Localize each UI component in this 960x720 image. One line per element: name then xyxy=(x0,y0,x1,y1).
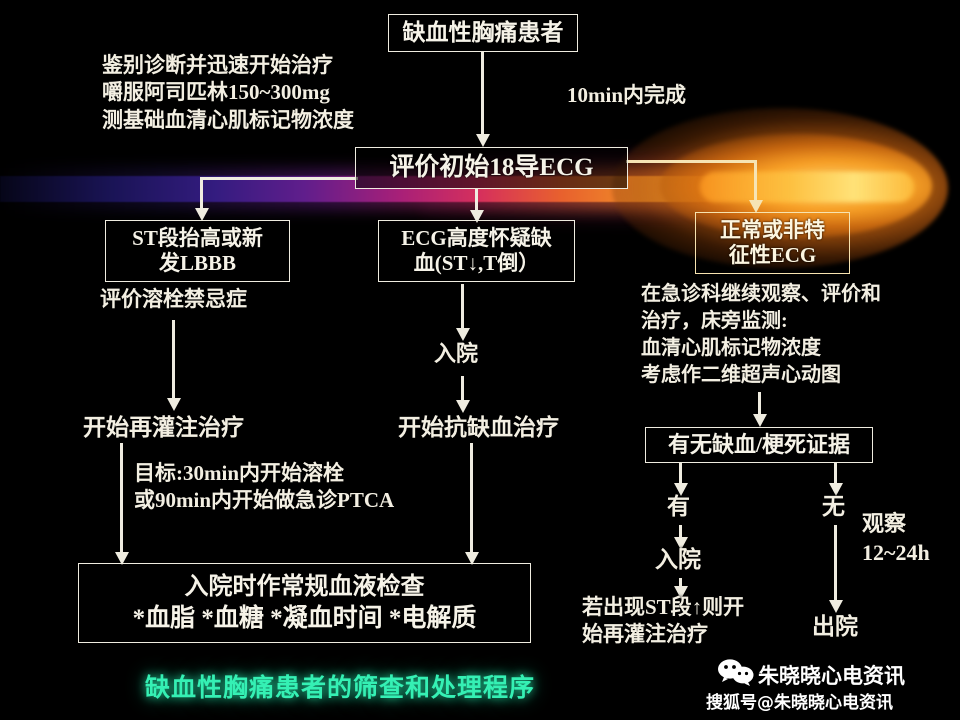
annotation-observe-duration: 观察 12~24h xyxy=(862,511,930,565)
annotation-st-elevation-note: 若出现ST段↑则开 始再灌注治疗 xyxy=(582,595,745,647)
node-ischemia-infarction-evidence[interactable]: 有无缺血/梗死证据 xyxy=(645,427,873,463)
annotation-start-anti-ischemia: 开始抗缺血治疗 xyxy=(398,415,559,440)
connector-ecg-left-vertical xyxy=(200,177,203,212)
wechat-icon xyxy=(718,659,754,686)
connector-ecg-right-horizontal xyxy=(626,160,757,163)
arrow-evidence-no xyxy=(829,483,843,496)
arrow-reperfusion-to-bloodwork xyxy=(115,552,129,565)
connector-admit-to-st-note xyxy=(679,578,682,592)
annotation-initial-actions: 鉴别诊断并迅速开始治疗 嚼服阿司匹林150~300mg 测基础血清心肌标记物浓度 xyxy=(102,53,354,132)
watermark-account-name: 朱晓晓心电资讯 xyxy=(758,664,905,688)
arrow-admit-to-st-note xyxy=(674,586,688,599)
comet-head-core xyxy=(700,172,914,202)
arrow-admit-to-anti-ischemia xyxy=(456,400,470,413)
node-label: ECG高度怀疑缺 血(ST↓,T倒） xyxy=(401,226,552,275)
arrow-evidence-yes xyxy=(674,483,688,496)
arrow-ed-to-evidence xyxy=(753,414,767,427)
connector-ecg-left-horizontal xyxy=(200,177,358,180)
bloodwork-line-1: 入院时作常规血液检查 xyxy=(184,573,425,600)
connector-anti-ischemia-to-bloodwork xyxy=(470,443,473,558)
node-label: 缺血性胸痛患者 xyxy=(402,20,564,46)
arrow-no-to-discharge xyxy=(829,600,843,613)
connector-evidence-yes xyxy=(679,463,682,487)
label-evidence-yes: 有 xyxy=(667,494,690,519)
annotation-discharge: 出院 xyxy=(812,614,858,639)
connector-ecg-mid-vertical xyxy=(475,189,478,215)
connector-ed-to-evidence xyxy=(758,392,761,420)
node-initial-18-lead-ecg[interactable]: 评价初始18导ECG xyxy=(355,147,628,189)
bloodwork-line-2: *血脂 *血糖 *凝血时间 *电解质 xyxy=(132,604,477,632)
node-label: 正常或非特 征性ECG xyxy=(720,218,825,267)
node-st-elevation-or-new-lbbb[interactable]: ST段抬高或新 发LBBB xyxy=(105,220,290,282)
connector-yes-to-admit xyxy=(679,525,682,543)
node-routine-bloodwork[interactable]: 入院时作常规血液检查 *血脂 *血糖 *凝血时间 *电解质 xyxy=(78,563,531,643)
connector-admit-to-anti-ischemia xyxy=(461,376,464,404)
arrow-yes-to-admit xyxy=(674,537,688,550)
connector-mid-to-admit xyxy=(461,284,464,332)
annotation-thrombolysis-contraindication: 评价溶栓禁忌症 xyxy=(100,287,247,311)
label-evidence-no: 无 xyxy=(822,494,845,519)
node-label: ST段抬高或新 发LBBB xyxy=(132,226,263,275)
node-label: 有无缺血/梗死证据 xyxy=(667,432,851,458)
annotation-start-reperfusion: 开始再灌注治疗 xyxy=(83,415,244,440)
watermark-sohu-handle: 搜狐号@朱晓晓心电资讯 xyxy=(706,693,893,713)
node-normal-or-nonspecific-ecg[interactable]: 正常或非特 征性ECG xyxy=(695,212,850,274)
arrow-anti-ischemia-to-bloodwork xyxy=(465,552,479,565)
connector-evidence-no xyxy=(834,463,837,487)
arrow-ecg-to-st-elevation xyxy=(195,208,209,221)
annotation-admit-right: 入院 xyxy=(655,547,701,572)
arrow-mid-to-admit xyxy=(456,328,470,341)
annotation-admit-middle: 入院 xyxy=(434,341,479,366)
annotation-ed-management: 在急诊科继续观察、评价和 治疗，床旁监测: 血清心肌标记物浓度 考虑作二维超声心… xyxy=(641,283,881,386)
arrow-left-to-reperfusion xyxy=(167,398,181,411)
node-label: 评价初始18导ECG xyxy=(389,154,594,182)
node-ecg-high-suspicion-ischemia[interactable]: ECG高度怀疑缺 血(ST↓,T倒） xyxy=(378,220,575,282)
annotation-within-10min: 10min内完成 xyxy=(567,83,687,107)
connector-patient-to-ecg xyxy=(481,52,484,137)
footer-title: 缺血性胸痛患者的筛查和处理程序 xyxy=(144,673,535,702)
arrow-ecg-to-mid xyxy=(470,210,484,223)
arrow-ecg-to-normal-ecg xyxy=(749,200,763,213)
connector-ecg-right-vertical xyxy=(754,160,757,207)
node-ischemic-chest-pain-patient[interactable]: 缺血性胸痛患者 xyxy=(388,14,578,52)
connector-left-to-reperfusion xyxy=(172,320,175,402)
annotation-treatment-targets: 目标:30min内开始溶栓 或90min内开始做急诊PTCA xyxy=(134,461,395,513)
arrow-patient-to-ecg xyxy=(476,134,490,147)
connector-reperfusion-to-bloodwork xyxy=(120,443,123,558)
connector-no-to-discharge xyxy=(834,525,837,607)
